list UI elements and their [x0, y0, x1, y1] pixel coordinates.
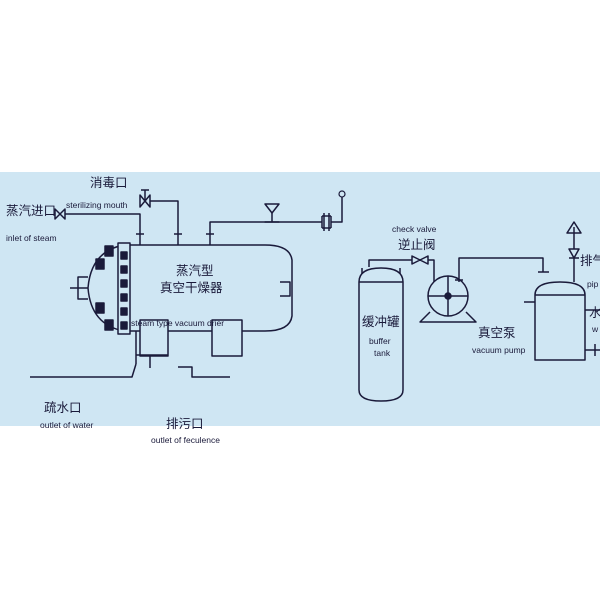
vacuum-drier-vessel: [70, 242, 293, 368]
piping: [30, 196, 582, 378]
valve-steam-inlet: [54, 208, 66, 220]
valve-vacuum-line: [264, 203, 280, 223]
label-sterilizing-cn: 消毒口: [90, 175, 128, 190]
buffer-tank: [358, 267, 404, 402]
label-drier-cn-2: 真空干燥器: [160, 280, 223, 295]
valve-exhaust: [568, 248, 580, 259]
label-water-tank-en: w: [592, 324, 599, 334]
diagram-panel: 消毒口 sterilizing mouth 蒸汽进口 inlet of stea…: [0, 172, 600, 444]
label-steam-inlet-cn: 蒸汽进口: [6, 203, 57, 218]
label-drier-cn-1: 蒸汽型: [176, 263, 214, 278]
valve-check: [411, 255, 429, 265]
valve-sterilizing: [139, 189, 151, 208]
label-steam-inlet-en: inlet of steam: [6, 233, 57, 243]
label-buffer-en-1: buffer: [369, 336, 391, 346]
label-buffer-en-2: tank: [374, 348, 391, 358]
water-tank: [524, 281, 600, 361]
label-pump-cn: 真空泵: [478, 325, 516, 340]
label-water-tank-cn: 水: [589, 305, 600, 320]
vacuum-pump: [419, 275, 477, 323]
label-buffer-cn: 缓冲罐: [362, 314, 400, 329]
pressure-gauge-icon: [338, 190, 346, 198]
label-feculence-cn: 排污口: [166, 416, 204, 431]
label-drier-en: steam type vacuum drier: [131, 318, 225, 328]
label-water-outlet-en: outlet of water: [40, 420, 94, 430]
label-water-outlet-cn: 疏水口: [44, 400, 82, 415]
label-exhaust-cn: 排气: [580, 253, 600, 268]
label-feculence-en: outlet of feculence: [151, 435, 220, 445]
label-sterilizing-en: sterilizing mouth: [66, 200, 128, 210]
label-check-valve-cn: 逆止阀: [398, 237, 436, 252]
label-check-valve-en: check valve: [392, 224, 437, 234]
label-pipe-partial: pip: [587, 279, 599, 289]
label-pump-en: vacuum pump: [472, 345, 526, 355]
process-flow-diagram: [0, 172, 600, 426]
